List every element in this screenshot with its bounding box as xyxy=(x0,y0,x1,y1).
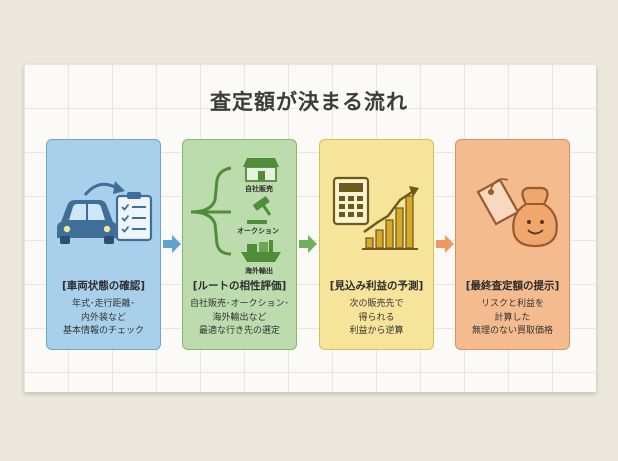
step2-description: 自社販売･オークション･ 海外輸出など 最適な行き先の選定 xyxy=(189,299,289,336)
auction-gavel-icon xyxy=(247,196,272,224)
step-card-vehicle-check: [車両状態の確認] 年式･走行距離･ 内外装など 基本情報のチェック xyxy=(46,139,161,350)
route-label-auction: オークション xyxy=(237,227,279,235)
step4-heading: [最終査定額の提示] xyxy=(465,280,560,292)
diagram-title: 査定額が決まる流れ xyxy=(210,90,408,114)
shop-icon xyxy=(243,158,279,182)
step4-description: リスクと利益を 計算した 無理のない買取価格 xyxy=(471,299,553,336)
step4-illustration xyxy=(476,178,558,248)
step1-heading: [車両状態の確認] xyxy=(61,280,146,292)
route-label-export: 海外輸出 xyxy=(245,267,273,275)
step1-illustration xyxy=(57,181,153,244)
step3-description: 次の販売先で 得られる 利益から逆算 xyxy=(349,299,404,336)
price-tag-icon xyxy=(476,178,520,226)
flow-arrow-3 xyxy=(436,235,454,253)
cargo-ship-icon xyxy=(241,240,281,262)
step3-illustration xyxy=(332,176,419,250)
car-icon xyxy=(57,200,117,244)
route-label-own-sales: 自社販売 xyxy=(245,185,273,193)
flow-arrow-1 xyxy=(163,235,181,253)
step2-illustration xyxy=(190,158,281,262)
step-card-final-offer: [最終査定額の提示] リスクと利益を 計算した 無理のない買取価格 xyxy=(455,139,570,350)
flow-arrow-2 xyxy=(299,235,317,253)
growth-chart-icon xyxy=(362,186,419,250)
step2-heading: [ルートの相性評価] xyxy=(192,280,287,292)
money-bag-icon xyxy=(512,186,558,248)
step3-heading: [見込み利益の予測] xyxy=(329,280,424,292)
calculator-icon xyxy=(332,176,370,226)
step1-description: 年式･走行距離･ 内外装など 基本情報のチェック xyxy=(62,299,144,336)
clipboard-checklist-icon xyxy=(115,192,153,242)
step-card-route-evaluation: 自社販売 オークション 海外輸出 [ルートの相性評価] 自社販売･オークション･… xyxy=(182,139,297,350)
step-card-profit-forecast: [見込み利益の予測] 次の販売先で 得られる 利益から逆算 xyxy=(319,139,434,350)
